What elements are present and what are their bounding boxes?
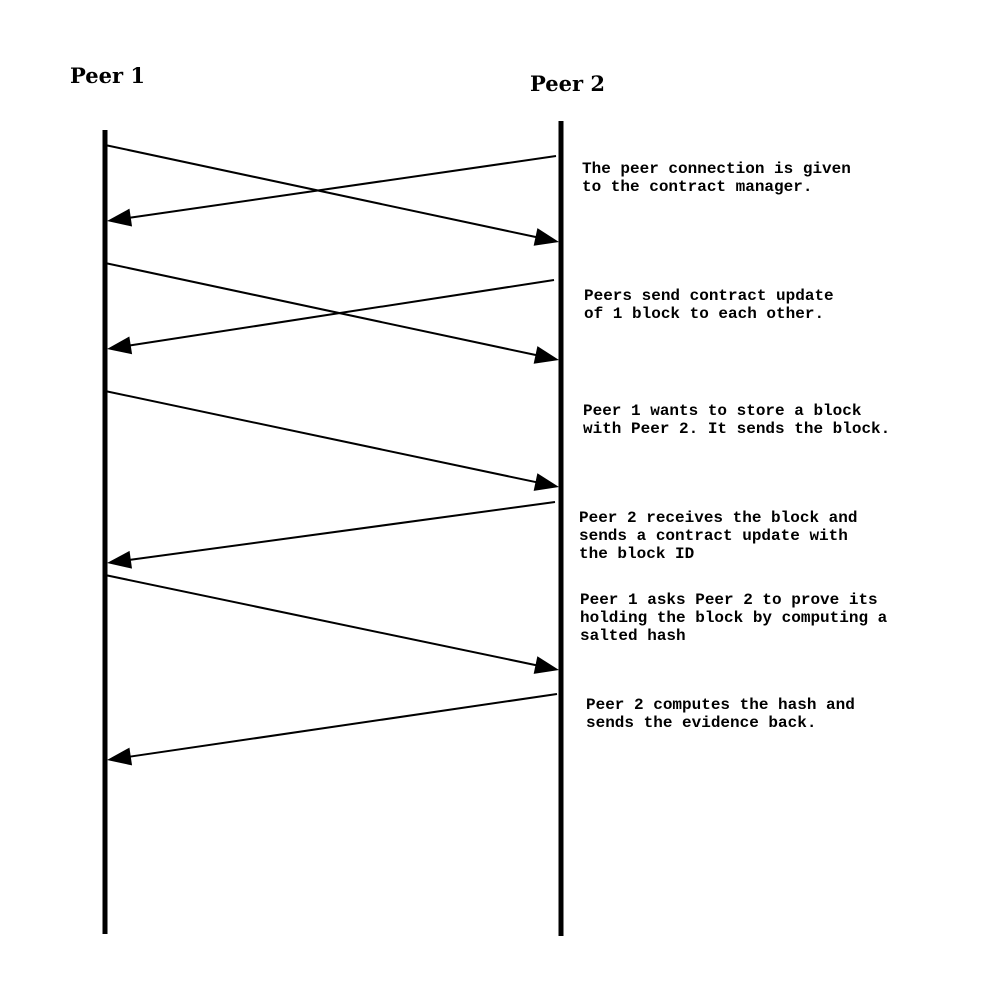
- note-line: the block ID: [579, 545, 694, 563]
- arrowhead: [533, 656, 559, 674]
- arrowhead: [107, 208, 133, 227]
- arrow-shaft: [104, 390, 538, 484]
- message-arrow-peer2-to-peer1: [107, 501, 556, 569]
- message-arrows: [104, 144, 559, 766]
- arrow-shaft: [128, 501, 556, 562]
- message-arrow-peer1-to-peer2: [104, 390, 559, 491]
- arrow-shaft: [128, 693, 558, 758]
- arrowhead: [533, 346, 559, 364]
- note-line: of 1 block to each other.: [584, 305, 824, 323]
- note-line: Peer 2 receives the block and: [579, 509, 857, 527]
- note-line: Peers send contract update: [584, 287, 834, 305]
- note-receive-block: Peer 2 receives the block and sends a co…: [579, 509, 867, 563]
- note-contract-update: Peers send contract update of 1 block to…: [584, 287, 843, 323]
- note-line: with Peer 2. It sends the block.: [583, 420, 890, 438]
- peer-1-title: Peer 1: [70, 63, 145, 88]
- note-line: Peer 1 wants to store a block: [583, 402, 862, 420]
- arrow-shaft: [104, 262, 538, 357]
- note-send-evidence: Peer 2 computes the hash and sends the e…: [586, 696, 864, 732]
- arrowhead: [107, 336, 133, 355]
- note-line: holding the block by computing a: [580, 609, 888, 627]
- message-arrow-peer2-to-peer1: [107, 279, 555, 355]
- arrowhead: [107, 550, 132, 569]
- note-line: salted hash: [580, 627, 686, 645]
- peer-2-title: Peer 2: [530, 71, 605, 96]
- message-arrow-peer1-to-peer2: [104, 144, 559, 246]
- arrowhead: [533, 473, 559, 491]
- message-arrow-peer2-to-peer1: [107, 693, 558, 766]
- note-store-block: Peer 1 wants to store a block with Peer …: [583, 402, 890, 438]
- note-line: to the contract manager.: [582, 178, 812, 196]
- arrow-shaft: [128, 155, 557, 219]
- note-line: The peer connection is given: [582, 160, 851, 178]
- note-connection-given: The peer connection is given to the cont…: [582, 160, 860, 196]
- message-arrow-peer2-to-peer1: [107, 155, 557, 227]
- note-line: Peer 2 computes the hash and: [586, 696, 855, 714]
- arrow-shaft: [104, 144, 538, 239]
- arrow-shaft: [104, 574, 538, 667]
- step-notes: The peer connection is given to the cont…: [579, 160, 897, 732]
- note-prove-holding: Peer 1 asks Peer 2 to prove its holding …: [580, 591, 897, 645]
- note-line: Peer 1 asks Peer 2 to prove its: [580, 591, 878, 609]
- note-line: sends a contract update with: [579, 527, 848, 545]
- message-arrow-peer1-to-peer2: [104, 262, 559, 364]
- arrowhead: [533, 228, 559, 246]
- note-line: sends the evidence back.: [586, 714, 816, 732]
- message-arrow-peer1-to-peer2: [104, 574, 559, 674]
- arrowhead: [107, 747, 133, 766]
- arrow-shaft: [128, 279, 555, 347]
